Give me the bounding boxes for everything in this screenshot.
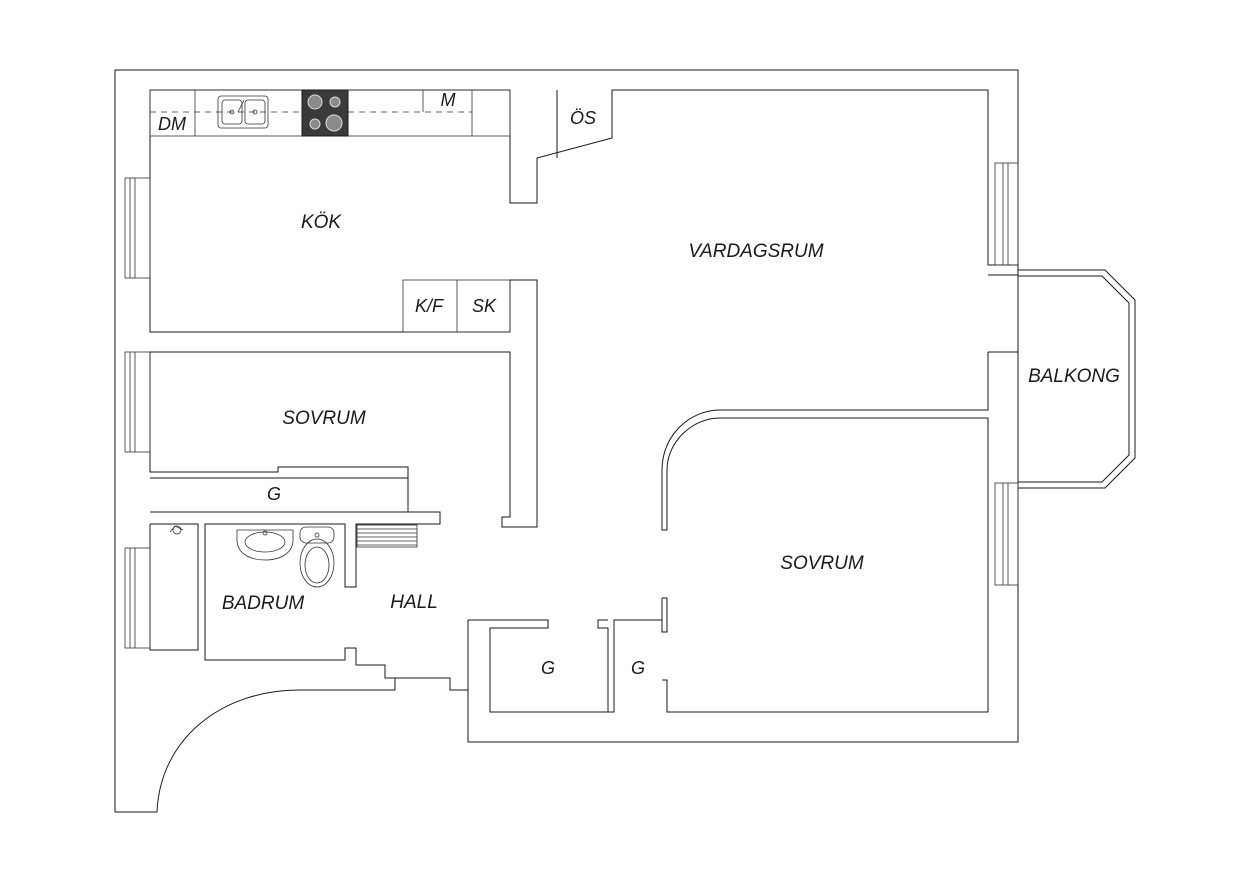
label-fridge-freezer: K/F: [415, 296, 444, 316]
bathroom-fixtures: [169, 524, 418, 588]
label-microwave: M: [441, 90, 456, 110]
label-kitchen: KÖK: [301, 212, 342, 233]
label-wardrobe-bedroom-2: G: [631, 658, 645, 678]
balcony: [1018, 269, 1136, 489]
fixture-labels: DM M ÖS K/F SK G G G: [158, 90, 645, 678]
outer-walls: [114, 69, 1019, 813]
label-cabinet: SK: [472, 296, 497, 316]
label-wardrobe-bedroom: G: [267, 484, 281, 504]
label-bedroom-1: SOVRUM: [282, 408, 366, 429]
label-bedroom-2: SOVRUM: [780, 553, 864, 574]
room-labels: KÖK VARDAGSRUM SOVRUM SOVRUM BADRUM HALL…: [222, 212, 1120, 614]
label-dishwasher: DM: [158, 114, 186, 134]
kitchen-counter: [149, 89, 511, 333]
label-living-room: VARDAGSRUM: [688, 241, 823, 262]
label-balcony: BALKONG: [1028, 366, 1120, 387]
label-wardrobe-hall: G: [541, 658, 555, 678]
label-tiled-stove: ÖS: [570, 108, 596, 128]
label-bathroom: BADRUM: [222, 593, 305, 614]
windows: [124, 162, 1019, 649]
label-hall: HALL: [390, 592, 438, 613]
radiator: [356, 524, 418, 548]
